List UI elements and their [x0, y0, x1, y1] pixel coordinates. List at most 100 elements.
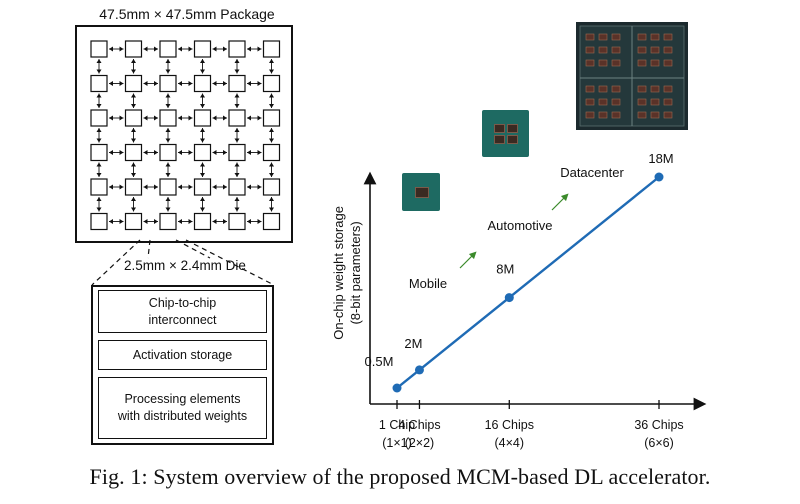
arrowhead — [131, 128, 136, 132]
package-outline — [75, 25, 293, 243]
chip — [193, 143, 212, 162]
point-label: 18M — [648, 151, 673, 166]
photo-chip — [650, 85, 660, 93]
data-point — [414, 365, 424, 375]
zoom-line-mid-right — [175, 239, 211, 259]
chip-grid — [90, 40, 281, 231]
arrowhead — [257, 46, 262, 52]
chip — [262, 74, 281, 93]
arrowhead — [234, 138, 240, 143]
chip — [90, 178, 108, 196]
arrowhead — [165, 104, 171, 108]
arrowhead — [178, 184, 182, 190]
chip — [159, 109, 177, 127]
arrowhead — [131, 173, 136, 177]
arrowhead — [109, 184, 113, 190]
chip — [262, 212, 281, 231]
arrowhead — [131, 104, 136, 108]
arrowhead — [154, 184, 158, 190]
chip — [193, 212, 212, 231]
arrowhead — [165, 69, 171, 74]
arrowhead — [178, 46, 182, 52]
arrowhead — [212, 46, 217, 52]
chip — [90, 143, 108, 162]
photo-chip — [598, 85, 608, 93]
arrowhead — [257, 81, 262, 86]
arrowhead — [143, 219, 148, 224]
photo-chip — [611, 59, 621, 67]
figure-caption: Fig. 1: System overview of the proposed … — [89, 464, 711, 489]
arrowhead — [96, 173, 102, 177]
zoom-line-mid-left — [147, 239, 151, 259]
chip — [228, 212, 246, 231]
x-tick-label: 36 Chips — [634, 418, 683, 432]
arrowhead — [131, 59, 136, 63]
arrowhead — [119, 81, 124, 86]
package-title: 47.5mm × 47.5mm Package — [99, 6, 275, 22]
arrowhead — [165, 207, 171, 212]
chip — [90, 74, 108, 93]
green-arrow — [459, 251, 477, 269]
x-tick-sublabel: (2×2) — [405, 436, 435, 450]
chip — [193, 109, 212, 127]
arrowhead — [165, 138, 171, 143]
arrowhead — [212, 184, 217, 190]
arrowhead — [200, 104, 205, 108]
arrowhead — [234, 173, 240, 177]
arrowhead — [131, 162, 136, 167]
arrowhead — [269, 162, 274, 167]
photo-chip — [663, 111, 673, 119]
photo-chip — [598, 98, 608, 106]
chip — [124, 212, 143, 231]
arrowhead — [96, 207, 102, 212]
chip — [159, 74, 177, 93]
chip — [159, 212, 177, 231]
arrowhead — [223, 219, 227, 224]
arrowhead — [119, 219, 124, 224]
arrowhead — [119, 46, 124, 52]
arrowhead — [234, 93, 240, 98]
photo-chip — [598, 46, 608, 54]
photo-chip — [637, 33, 647, 41]
photo-chip — [663, 59, 673, 67]
data-point — [392, 383, 402, 393]
series-line — [396, 176, 660, 389]
photo-chip — [598, 111, 608, 119]
x-tick-label: 1 Chip — [379, 418, 415, 432]
interconnect-block: Chip-to-chip interconnect — [98, 290, 267, 333]
arrowhead — [200, 59, 205, 63]
arrowhead — [119, 184, 124, 190]
arrowhead — [247, 115, 251, 121]
photo-chip — [585, 59, 595, 67]
data-point — [504, 293, 514, 303]
arrowhead — [234, 207, 240, 212]
arrowhead — [247, 46, 251, 52]
arrowhead — [154, 46, 158, 52]
y-axis-label: On-chip weight storage(8-bit parameters) — [331, 206, 363, 340]
arrowhead — [200, 69, 205, 74]
arrowhead — [257, 184, 262, 190]
arrowhead — [188, 150, 193, 155]
arrowhead — [212, 219, 217, 224]
chip — [228, 178, 246, 196]
arrowhead — [212, 115, 217, 121]
photo-chip — [585, 33, 595, 41]
arrowhead — [109, 115, 113, 121]
arrowhead — [143, 46, 148, 52]
activation-storage-block: Activation storage — [98, 340, 267, 370]
data-point — [654, 172, 664, 182]
photo-chip — [585, 46, 595, 54]
arrowhead — [96, 128, 102, 132]
arrowhead — [178, 150, 182, 155]
chip — [124, 109, 143, 127]
arrowhead — [96, 93, 102, 98]
arrowhead — [269, 69, 274, 74]
arrowhead — [109, 46, 113, 52]
segment-annotation: Automotive — [487, 218, 552, 233]
arrowhead — [200, 162, 205, 167]
arrowhead — [200, 138, 205, 143]
chip — [262, 178, 281, 196]
arrowhead — [178, 115, 182, 121]
chip — [193, 40, 212, 58]
photo-chip — [585, 98, 595, 106]
